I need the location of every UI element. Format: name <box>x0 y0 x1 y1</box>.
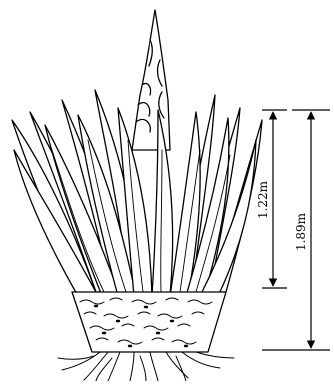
dimension-short-label: 1.22m <box>256 180 270 219</box>
flower-spike <box>132 10 170 150</box>
trunk <box>72 292 226 352</box>
roots <box>58 352 234 381</box>
dimension-full: 1.89m <box>262 110 330 350</box>
plant-illustration <box>12 10 262 381</box>
dimension-full-label: 1.89m <box>294 212 308 251</box>
